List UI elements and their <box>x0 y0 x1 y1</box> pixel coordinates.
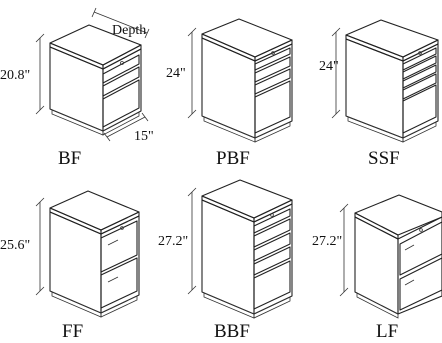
bf-depth-label: Depth <box>112 23 146 38</box>
lf-height-label: 27.2" <box>312 234 342 249</box>
cabinet-pbf: 24" PBF <box>166 18 293 169</box>
pbf-name-label: PBF <box>216 148 250 169</box>
cabinet-bf: 20.8" Depth 15" BF <box>0 7 154 169</box>
bf-height-label: 20.8" <box>0 68 30 83</box>
bbf-height-label: 27.2" <box>158 234 188 249</box>
cabinet-bbf: 27.2" BBF <box>158 179 293 342</box>
ff-name-label: FF <box>62 321 83 342</box>
bf-name-label: BF <box>58 148 81 169</box>
ssf-name-label: SSF <box>368 148 400 169</box>
cabinet-ff: 25.6" FF <box>0 190 140 342</box>
bbf-name-label: BBF <box>214 321 250 342</box>
ff-height-label: 25.6" <box>0 238 30 253</box>
cabinet-lf: 27.2" LF <box>312 194 442 342</box>
cabinet-ssf: 24" SSF <box>319 19 439 169</box>
lf-name-label: LF <box>376 321 398 342</box>
pbf-height-label: 24" <box>166 66 186 81</box>
ssf-height-label: 24" <box>319 59 339 74</box>
bf-width-label: 15" <box>134 129 154 144</box>
